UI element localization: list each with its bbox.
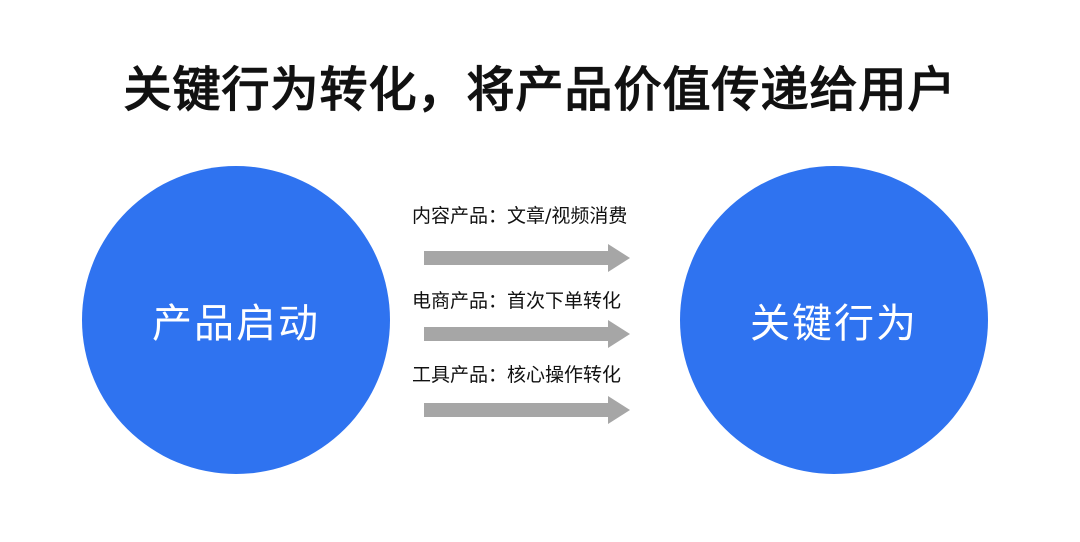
page-title: 关键行为转化，将产品价值传递给用户 — [123, 62, 957, 118]
flow-arrow-tool — [424, 396, 630, 424]
source-circle: 产品启动 — [82, 166, 390, 474]
flow-arrow-content — [424, 244, 630, 272]
target-circle-label: 关键行为 — [750, 301, 918, 347]
flow-label-tool: 工具产品：核心操作转化 — [412, 364, 622, 386]
target-circle: 关键行为 — [680, 166, 988, 474]
flow-label-ecommerce: 电商产品：首次下单转化 — [412, 290, 622, 312]
source-circle-label: 产品启动 — [152, 301, 320, 347]
flow-label-content: 内容产品：文章/视频消费 — [412, 205, 628, 227]
flow-arrow-ecommerce — [424, 320, 630, 348]
